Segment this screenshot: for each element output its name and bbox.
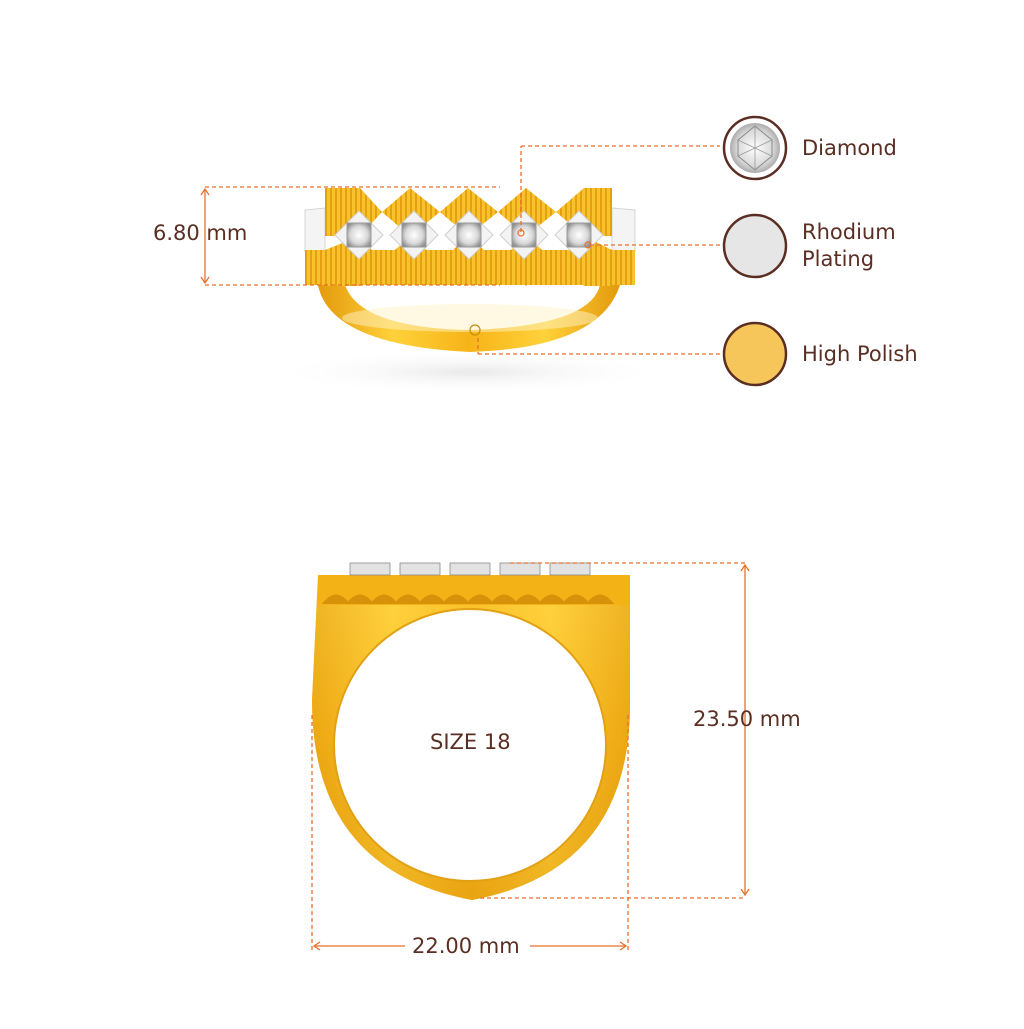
top-dimension-lines: [200, 145, 720, 355]
ring-shank: [318, 285, 620, 352]
ring-width-label: 22.00 mm: [412, 934, 520, 958]
ring-height-label: 23.50 mm: [693, 707, 801, 731]
rhodium-end-right: [611, 207, 636, 253]
diamond-stone: [444, 210, 494, 260]
rhodium-end-left: [304, 207, 326, 253]
rhodium-swatch: [722, 213, 788, 279]
ring-shadow: [270, 350, 670, 394]
ring-inner-opening: [333, 608, 607, 882]
ring-size-label: SIZE 18: [430, 730, 511, 754]
ring-front-view: [270, 188, 670, 394]
setting-domes: [322, 594, 614, 604]
diamond-stone: [499, 210, 549, 260]
gem-tips: [349, 562, 591, 576]
gold-swatch: [722, 321, 788, 387]
band-height-label: 6.80 mm: [153, 221, 248, 245]
legend-rhodium-label: Rhodium Plating: [802, 220, 896, 271]
diamond-stone: [554, 210, 604, 260]
diamond-stone: [389, 210, 439, 260]
ring-side-view: [312, 562, 631, 900]
diamond-row: [334, 210, 604, 260]
hallmark-icon: [469, 324, 481, 336]
diamond-facets: [730, 123, 780, 173]
side-dimension-lines: [311, 562, 750, 951]
legend: [722, 115, 788, 387]
legend-polish-label: High Polish: [802, 342, 918, 366]
shank-highlight: [342, 304, 598, 332]
legend-diamond-label: Diamond: [802, 136, 897, 160]
diamond-stone: [334, 210, 384, 260]
